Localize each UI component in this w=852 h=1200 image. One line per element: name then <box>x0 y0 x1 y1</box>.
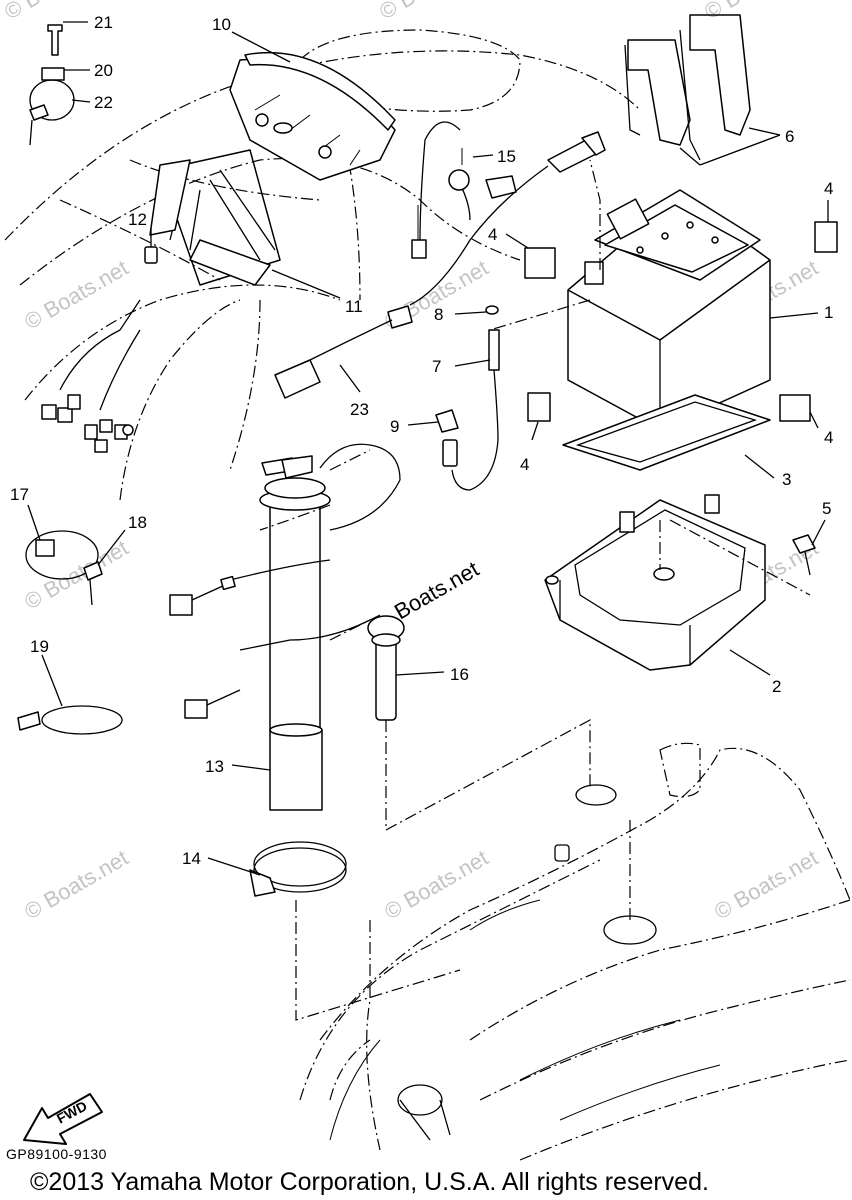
battery-bands <box>624 14 751 161</box>
assembly-lines <box>295 159 811 1021</box>
battery-case <box>544 494 766 671</box>
callout-4: 4 <box>488 225 497 244</box>
callout-4: 4 <box>824 428 833 447</box>
bolt <box>792 534 816 576</box>
battery-labels <box>524 221 838 422</box>
fuse-holder <box>411 121 471 259</box>
drawing-code: GP89100-9130 <box>6 1146 107 1162</box>
upper-hull-outline <box>4 29 641 501</box>
callout-9: 9 <box>390 417 399 436</box>
hose-clamp <box>249 841 347 897</box>
meter-panel <box>229 51 396 181</box>
callout-16: 16 <box>450 665 469 684</box>
small-clip <box>144 246 158 264</box>
battery-cable <box>274 131 606 399</box>
center-watermark: Boats.net <box>390 556 483 624</box>
callout-22: 19 <box>30 637 49 656</box>
copyright: ©2013 Yamaha Motor Corporation, U.S.A. A… <box>30 1168 709 1196</box>
callout-23: 23 <box>350 400 369 419</box>
callout-20: 21 <box>94 13 113 32</box>
callout-3: 3 <box>782 470 791 489</box>
callout-2: 2 <box>772 677 781 696</box>
watermark: © Boats.net <box>710 845 822 924</box>
meter-harness <box>149 149 281 286</box>
lower-hull-outline <box>299 742 851 1161</box>
callout-7: 7 <box>432 357 441 376</box>
callout-18: 18 <box>128 513 147 532</box>
callout-15: 15 <box>497 147 516 166</box>
callout-19: 20 <box>94 61 113 80</box>
callout-4: 4 <box>520 455 529 474</box>
callout-11: 11 <box>345 297 363 316</box>
sender-wires <box>169 504 381 719</box>
battery <box>567 189 771 431</box>
watermark: © Boats.net <box>20 255 132 334</box>
watermark: © Boats.net <box>20 845 132 924</box>
vent-tube <box>435 305 500 491</box>
fuel-sender <box>259 443 401 811</box>
callout-4: 4 <box>824 179 833 198</box>
callout-10: 10 <box>212 15 231 34</box>
callout-6: 6 <box>785 127 794 146</box>
watermark: © Boats.net <box>700 0 812 24</box>
fwd-arrow-icon: FWD <box>23 1093 103 1145</box>
battery-pad <box>562 394 771 471</box>
leader-lines <box>27 21 829 876</box>
side-clamps <box>17 530 123 735</box>
callout-17: 17 <box>10 485 29 504</box>
callouts: 21 20 22 10 12 11 15 23 6 4 4 1 8 7 9 4 … <box>10 13 833 868</box>
water-sensor <box>239 615 405 721</box>
callout-13: 13 <box>205 757 224 776</box>
callout-5: 5 <box>822 499 831 518</box>
callout-14: 14 <box>182 849 201 868</box>
callout-21: 22 <box>94 93 113 112</box>
callout-12: 12 <box>128 210 147 229</box>
callout-1: 1 <box>824 303 833 322</box>
callout-8: 8 <box>434 305 443 324</box>
upper-left-clamp <box>29 24 75 146</box>
watermark: © Boats.net <box>375 0 487 24</box>
watermarks: © Boats.net © Boats.net © Boats.net © Bo… <box>0 0 822 924</box>
watermark: © Boats.net <box>380 845 492 924</box>
left-connectors <box>41 299 141 453</box>
